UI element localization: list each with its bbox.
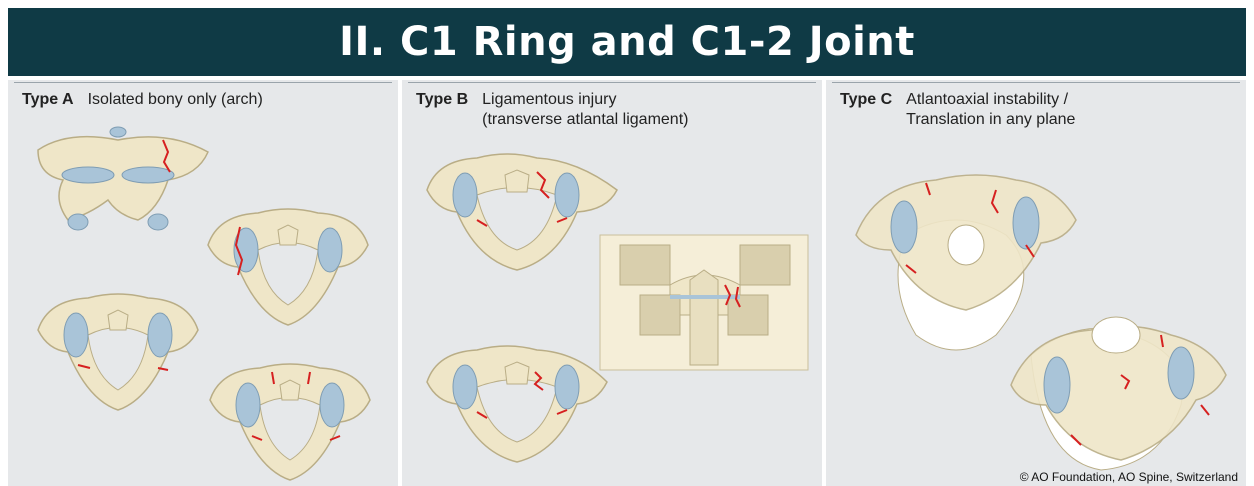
type-a-illustrations (8, 80, 398, 486)
c1-ring-top-icon (427, 346, 607, 462)
c1-ring-top-icon (38, 294, 198, 410)
copyright-notice: © AO Foundation, AO Spine, Switzerland (1020, 470, 1238, 484)
type-c-illustrations (826, 80, 1246, 486)
c1-c2-translated-icon (1011, 317, 1226, 470)
c1-c2-translated-icon (856, 175, 1076, 350)
type-b-illustrations (402, 80, 822, 486)
c1-ring-top-icon (208, 209, 368, 325)
panel-type-c: Type C Atlantoaxial instability / Transl… (826, 80, 1246, 486)
panel-type-a: Type A Isolated bony only (arch) (8, 80, 398, 486)
c1-ring-top-icon (210, 364, 370, 480)
panel-type-b: Type B Ligamentous injury (transverse at… (402, 80, 822, 486)
c1-ring-inclined-icon (38, 127, 208, 230)
page-title: II. C1 Ring and C1-2 Joint (339, 19, 915, 65)
title-banner: II. C1 Ring and C1-2 Joint (8, 8, 1246, 76)
c1-c2-coronal-icon (600, 235, 808, 370)
c1-ring-top-icon (427, 154, 617, 270)
